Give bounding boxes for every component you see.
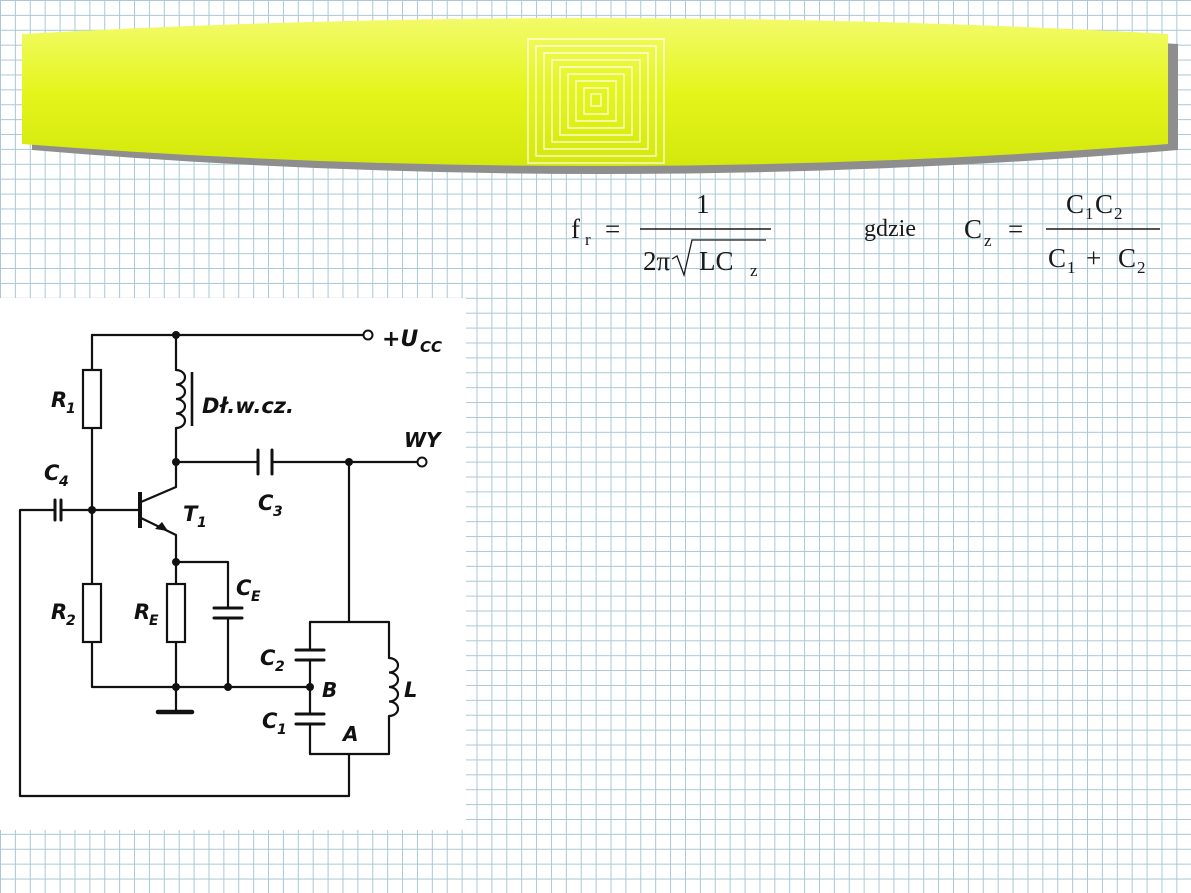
fr-equals: = <box>605 214 620 244</box>
cz-num-c1: C <box>1066 189 1084 219</box>
ucc-terminal <box>362 329 374 341</box>
c4-label-sub: 4 <box>58 474 69 490</box>
inductor-l-label: L <box>404 678 417 702</box>
node-a-label: A <box>341 722 358 746</box>
c3-label-sub: 3 <box>273 504 283 520</box>
ucc-label-sub: CC <box>420 338 442 356</box>
node-b-label: B <box>322 678 337 702</box>
c2-label-sub: 2 <box>275 659 285 675</box>
formula-area: f r = 1 2π LC z gdzie C z = C 1 C 2 C 1 … <box>571 189 1160 280</box>
cz-den-c1: C <box>1048 243 1066 273</box>
r2-label: R <box>51 600 67 624</box>
cz-lhs-sub: z <box>984 231 992 250</box>
fr-lhs-sub: r <box>585 230 591 249</box>
t1-label: T <box>183 502 199 526</box>
cz-lhs-main: C <box>964 214 982 244</box>
radical-sign <box>671 239 766 278</box>
c1-label: C <box>262 709 278 733</box>
wires <box>18 333 420 798</box>
resonance-frequency-formula: f r = 1 2π LC z <box>571 189 771 280</box>
resistor-r1 <box>81 368 103 430</box>
resistor-re <box>165 582 187 644</box>
cz-den-plus: + <box>1086 243 1101 273</box>
c2-label: C <box>260 646 276 670</box>
capacitor-ce <box>212 606 244 620</box>
r1-label-sub: 1 <box>66 401 76 417</box>
c4-label: C <box>44 461 60 485</box>
capacitor-c2 <box>294 648 326 662</box>
banner-ornament <box>527 38 665 164</box>
fr-denominator-radicand: LC <box>699 246 734 276</box>
c3-label: C <box>258 491 274 515</box>
transistor-t1 <box>138 485 177 536</box>
cz-num-c2: C <box>1095 189 1113 219</box>
cz-den-c2: C <box>1118 243 1136 273</box>
choke-inductor <box>175 368 194 430</box>
capacitor-c1 <box>294 712 326 726</box>
re-label: R <box>134 600 150 624</box>
ce-label: C <box>236 576 252 600</box>
output-label: WY <box>404 428 443 452</box>
choke-label: Dł.w.cz. <box>202 394 294 418</box>
cz-den-c1-sub: 1 <box>1067 258 1076 277</box>
r2-label-sub: 2 <box>66 613 76 629</box>
circuit-panel: +U CC Dł.w.cz. WY R 1 R 2 R E C 4 C 3 T … <box>0 298 466 830</box>
junction-dots <box>88 331 353 691</box>
resistor-r2 <box>81 582 103 644</box>
colpitts-oscillator-schematic: +U CC Dł.w.cz. WY R 1 R 2 R E C 4 C 3 T … <box>18 327 443 798</box>
banner-body <box>22 18 1168 166</box>
emitter-arrow <box>155 522 168 531</box>
fr-denominator-prefix: 2π <box>643 246 671 276</box>
tank-inductor-l <box>388 656 400 718</box>
output-terminal <box>416 456 428 468</box>
cz-equals: = <box>1008 214 1023 244</box>
r1-label: R <box>51 388 67 412</box>
title-banner <box>22 18 1178 174</box>
fr-denominator-sub: z <box>750 261 758 280</box>
ucc-label: +U <box>382 327 418 352</box>
ce-label-sub: E <box>251 589 261 605</box>
capacitor-c3 <box>256 448 274 476</box>
cz-num-c2-sub: 2 <box>1114 204 1123 223</box>
capacitor-c4 <box>53 498 63 522</box>
fr-lhs-main: f <box>571 214 580 244</box>
cz-den-c2-sub: 2 <box>1137 258 1146 277</box>
c1-label-sub: 1 <box>277 722 287 738</box>
series-capacitance-formula: C z = C 1 C 2 C 1 + C 2 <box>964 189 1160 277</box>
cz-num-c1-sub: 1 <box>1085 204 1094 223</box>
where-word: gdzie <box>864 216 916 242</box>
fr-numerator: 1 <box>696 189 710 219</box>
re-label-sub: E <box>149 613 159 629</box>
t1-label-sub: 1 <box>197 515 207 531</box>
